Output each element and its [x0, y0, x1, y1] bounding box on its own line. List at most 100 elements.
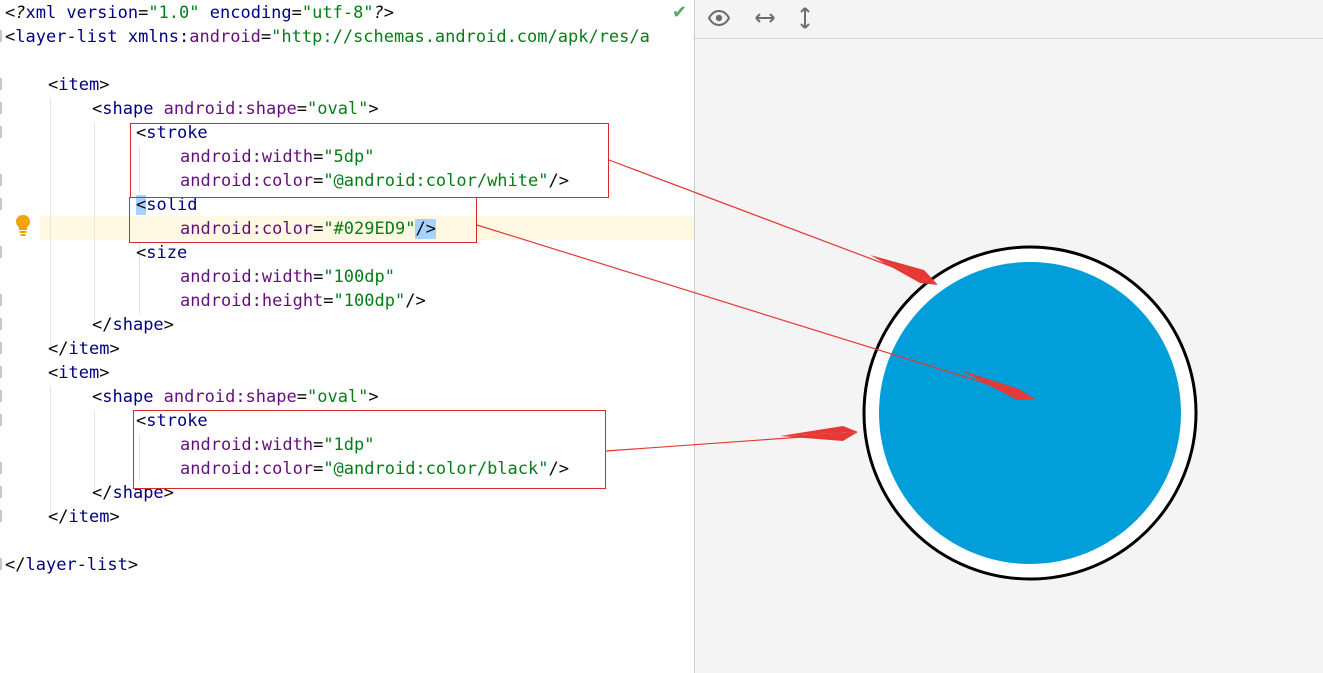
- tag-name: shape: [102, 99, 164, 119]
- indent-guide: [139, 146, 140, 194]
- code-line-10[interactable]: android:color="#029ED9"/>: [180, 217, 436, 241]
- self-close: />: [405, 291, 426, 311]
- attr-name: android:width: [180, 435, 314, 455]
- attr-value: "@android:color/black": [323, 459, 549, 479]
- bracket: >: [109, 339, 120, 359]
- code-line-9[interactable]: <solid: [136, 193, 197, 217]
- xml-decl-open: <?: [5, 3, 26, 23]
- gutter-mark: [0, 294, 2, 306]
- tag-name: item: [58, 363, 100, 383]
- gutter-mark: [0, 558, 2, 570]
- tag-name: item: [68, 507, 110, 527]
- gutter-mark: [0, 510, 2, 522]
- xml-decl-attr: xml version: [25, 3, 139, 23]
- tag-name: layer-list: [15, 27, 128, 47]
- equals: =: [313, 267, 324, 287]
- attr-name: android:shape: [163, 387, 297, 407]
- gutter-mark: [0, 390, 2, 402]
- horizontal-resize-icon[interactable]: [753, 6, 777, 30]
- gutter-mark: [0, 102, 2, 114]
- check-icon[interactable]: ✔: [672, 2, 688, 23]
- equals: =: [313, 459, 324, 479]
- tag-name: item: [58, 75, 100, 95]
- bracket: </: [92, 483, 113, 503]
- equals: =: [323, 291, 334, 311]
- code-line-2[interactable]: <layer-list xmlns:android="http://schema…: [5, 25, 650, 49]
- equals: =: [138, 3, 149, 23]
- equals: =: [296, 387, 307, 407]
- bracket: <: [92, 387, 103, 407]
- xmlns-prefix: xmlns:: [127, 27, 190, 47]
- code-line-7[interactable]: android:width="5dp": [180, 145, 375, 169]
- bracket: >: [368, 99, 379, 119]
- code-line-15[interactable]: </item>: [48, 337, 120, 361]
- code-line-1[interactable]: <?xml version="1.0" encoding="utf-8"?>: [5, 1, 394, 25]
- preview-toolbar: [695, 0, 1323, 39]
- code-line-8[interactable]: android:color="@android:color/white"/>: [180, 169, 569, 193]
- self-close: />: [548, 171, 569, 191]
- attr-value: "#029ED9": [323, 219, 416, 239]
- code-line-18[interactable]: <stroke: [136, 409, 208, 433]
- indent-guide: [139, 434, 140, 482]
- namespace-name: android: [189, 27, 261, 47]
- bracket: >: [127, 555, 139, 575]
- solid-fill-highlight-box: [129, 197, 477, 243]
- bracket: </: [5, 555, 26, 575]
- indent-guide: [50, 98, 51, 346]
- gutter-mark: [0, 246, 2, 258]
- attr-value: "utf-8": [301, 3, 374, 23]
- gutter-mark: [0, 486, 2, 498]
- tag-name: shape: [112, 315, 164, 335]
- equals: =: [313, 171, 324, 191]
- bracket: </: [92, 315, 113, 335]
- code-line-22[interactable]: </item>: [48, 505, 120, 529]
- attr-name: android:color: [180, 459, 314, 479]
- code-line-17[interactable]: <shape android:shape="oval">: [92, 385, 379, 409]
- attr-value: "1.0": [148, 3, 200, 23]
- code-line-16[interactable]: <item>: [48, 361, 109, 385]
- stroke-white-highlight-box: [130, 123, 609, 198]
- gutter-mark: [0, 78, 2, 90]
- equals: =: [260, 27, 272, 47]
- code-line-19[interactable]: android:width="1dp": [180, 433, 375, 457]
- bracket: <: [136, 123, 147, 143]
- tag-name: stroke: [146, 123, 208, 143]
- code-line-13[interactable]: android:height="100dp"/>: [180, 289, 426, 313]
- bracket: >: [163, 315, 174, 335]
- bracket-match: <: [136, 195, 147, 215]
- bracket: >: [368, 387, 379, 407]
- attr-name: android:width: [180, 147, 314, 167]
- code-editor[interactable]: <?xml version="1.0" encoding="utf-8"?> <…: [0, 0, 694, 673]
- attr-value: "100dp": [333, 291, 406, 311]
- tag-name: stroke: [146, 411, 208, 431]
- indent-guide: [50, 386, 51, 514]
- lightbulb-icon[interactable]: [14, 213, 32, 239]
- drawable-preview-panel: [695, 0, 1323, 673]
- equals: =: [291, 3, 302, 23]
- eye-icon[interactable]: [707, 6, 731, 30]
- code-line-4[interactable]: <item>: [48, 73, 109, 97]
- code-line-5[interactable]: <shape android:shape="oval">: [92, 97, 379, 121]
- vertical-resize-icon[interactable]: [793, 6, 817, 30]
- gutter-mark: [0, 462, 2, 474]
- attr-name: android:color: [180, 219, 314, 239]
- bracket: </: [48, 507, 69, 527]
- gutter-mark: [0, 342, 2, 354]
- gutter-mark: [0, 126, 2, 138]
- bracket: <: [136, 411, 147, 431]
- attr-value: "100dp": [323, 267, 395, 287]
- indent-guide: [94, 122, 95, 322]
- code-line-11[interactable]: <size: [136, 241, 187, 265]
- tag-name: layer-list: [25, 555, 128, 575]
- equals: =: [313, 435, 324, 455]
- code-line-12[interactable]: android:width="100dp": [180, 265, 395, 289]
- code-line-24[interactable]: </layer-list>: [5, 553, 138, 577]
- bracket: <: [5, 27, 16, 47]
- code-line-14[interactable]: </shape>: [92, 313, 174, 337]
- indent-guide: [139, 242, 140, 314]
- equals: =: [313, 147, 324, 167]
- code-line-20[interactable]: android:color="@android:color/black"/>: [180, 457, 569, 481]
- code-line-6[interactable]: <stroke: [136, 121, 208, 145]
- attr-name: android:height: [180, 291, 324, 311]
- self-close-match: />: [415, 219, 436, 239]
